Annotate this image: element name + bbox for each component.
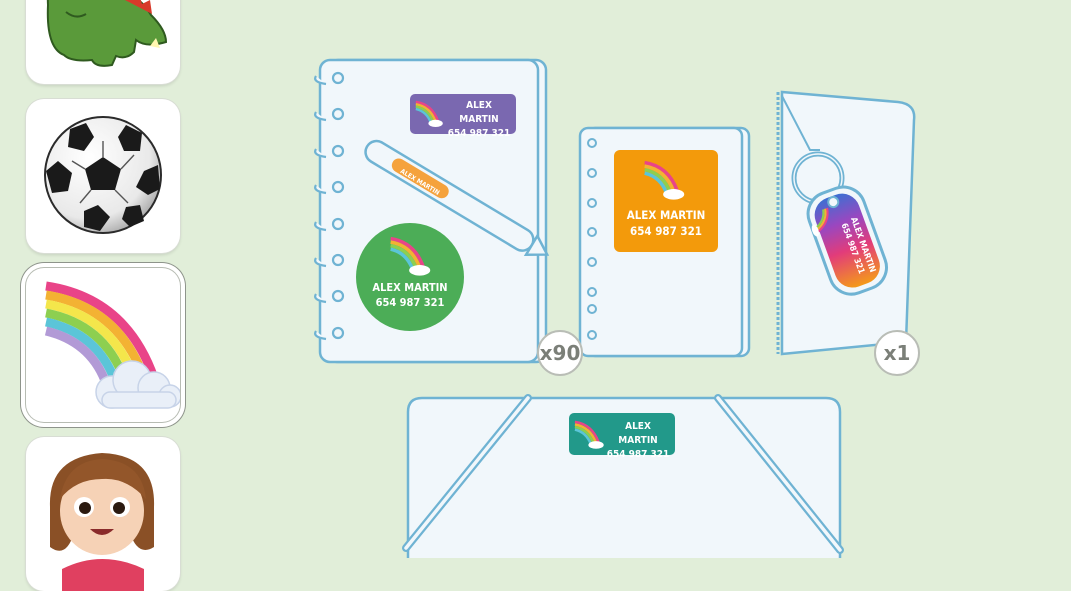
rainbow-icon [44,281,180,409]
sticker-phone: 654 987 321 [447,128,511,139]
sticker-phone: 654 987 321 [630,224,702,238]
sticker-green-round [356,223,464,331]
sticker-phone: 654 987 321 [606,449,670,460]
soccer-ball-icon [44,116,162,234]
quantity-badge-stickers: x90 [537,330,583,376]
sticker-name: ALEX MARTIN [372,281,448,294]
rainbow-icon [390,100,829,449]
quantity-badge-keychain: x1 [874,330,920,376]
sticker-name: ALEX MARTIN [459,100,499,125]
sticker-orange-text: ALEX MARTIN 654 987 321 [614,207,718,239]
sticker-name: ALEX MARTIN [618,421,658,446]
sticker-phone: 654 987 321 [375,296,445,309]
sticker-teal-text: ALEX MARTIN 654 987 321 [604,420,672,462]
lunch-bag [402,394,844,558]
sticker-green-text: ALEX MARTIN 654 987 321 [360,280,460,310]
pencil [364,139,550,256]
sticker-orange [614,150,718,252]
design-thumb-soccer-ball[interactable] [26,99,180,253]
design-thumb-dinosaur[interactable] [26,0,180,84]
keychain-tag [806,185,888,296]
sticker-purple-text: ALEX MARTIN 654 987 321 [446,99,512,141]
sticker-name: ALEX MARTIN [626,208,706,222]
product-scene [314,58,916,558]
girl-avatar-icon [49,453,155,591]
dinosaur-icon [46,0,168,67]
design-thumb-rainbow[interactable] [26,268,180,422]
